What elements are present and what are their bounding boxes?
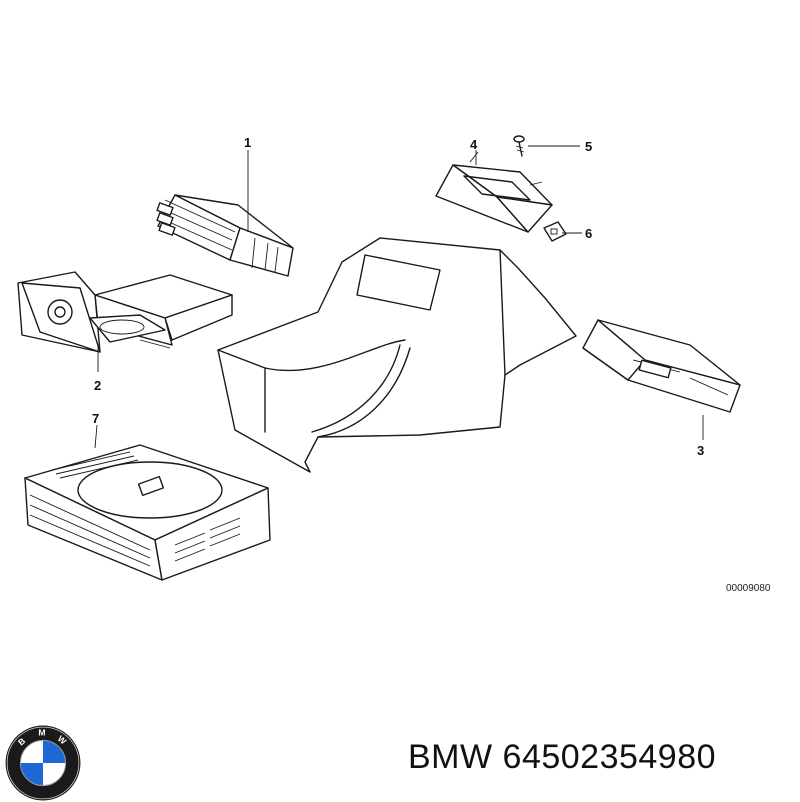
part-7-amplifier: [24, 444, 271, 581]
callout-5: 5: [585, 139, 592, 154]
part-3-radio-unit: [582, 319, 741, 413]
part-4-mounting-frame: [435, 151, 553, 233]
callout-1: 1: [244, 135, 251, 150]
callout-3: 3: [697, 443, 704, 458]
callout-2: 2: [94, 378, 101, 393]
bmw-roundel-icon: B M W: [5, 725, 81, 801]
part-1-cassette-holder: [156, 194, 294, 277]
callout-6: 6: [585, 226, 592, 241]
part-6-clip-nut: [543, 221, 567, 242]
callout-numbers: 1 2 3 4 5 6 7: [92, 135, 704, 458]
callout-leader-lines: [94, 145, 704, 449]
reference-code: 00009080: [726, 583, 771, 594]
part-5-screw: [513, 135, 525, 157]
logo-letter-m: M: [38, 728, 45, 738]
logo-letter-b: B: [16, 736, 27, 748]
callout-4: 4: [470, 137, 478, 152]
center-console: [217, 237, 577, 473]
callout-7: 7: [92, 411, 99, 426]
part-2-cd-changer-drawer: [17, 271, 233, 353]
part-number-title: BMW 64502354980: [408, 738, 717, 776]
